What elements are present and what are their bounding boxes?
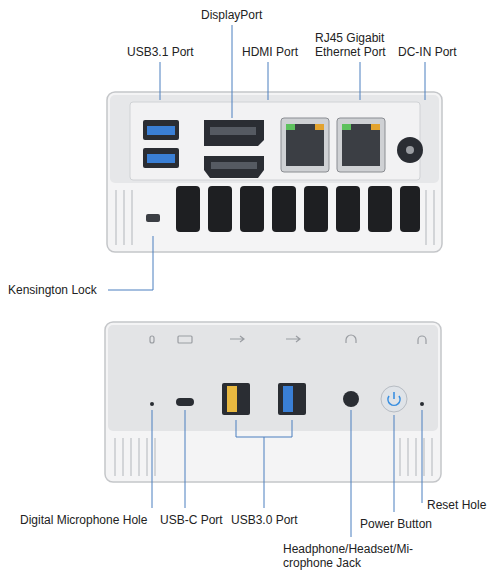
dc-pin: [406, 146, 414, 154]
rj45-socket: [286, 124, 324, 166]
grille-ribs: [115, 438, 432, 476]
vents: [176, 186, 420, 232]
hdmi-tongue: [211, 162, 257, 169]
rj45-led: [286, 124, 295, 130]
rj45-port: [337, 118, 385, 172]
usb-tongue: [147, 126, 175, 135]
usb-port: [143, 148, 179, 168]
leader-lines: [108, 25, 425, 290]
part-label: Kensington Lock: [8, 283, 97, 297]
rear-panel: [110, 95, 439, 183]
housing: [107, 92, 442, 252]
reset-hole: [420, 402, 424, 406]
housing: [105, 322, 441, 482]
hdmi-port: [204, 156, 264, 178]
port-label: Headphone/Headset/Mi- crophone Jack: [283, 542, 433, 570]
dc-in-port: [397, 137, 423, 163]
usb-tongue: [283, 386, 293, 412]
usb-c-port: [176, 398, 194, 406]
rj45-led: [315, 124, 324, 130]
usb-tongue: [227, 386, 237, 412]
usb-port: [222, 383, 250, 415]
port-label: DisplayPort: [201, 8, 262, 22]
rj45-led: [342, 124, 351, 130]
port-label: USB-C Port: [160, 513, 223, 527]
front-panel: [108, 325, 438, 431]
port-plate: [130, 102, 420, 180]
kensington-slot: [146, 214, 160, 222]
audio-jack: [343, 391, 359, 407]
usb-port: [143, 120, 179, 140]
rj45-port: [281, 118, 329, 172]
port-label: RJ45 Gigabit Ethernet Port: [315, 31, 395, 59]
displayport-tongue: [210, 127, 256, 135]
port-label: USB3.1 Port: [127, 45, 194, 59]
power-button: [381, 386, 407, 412]
power-symbol: [393, 392, 395, 399]
microphone-hole: [150, 402, 154, 406]
usb-port: [278, 383, 306, 415]
port-label: DC-IN Port: [398, 45, 457, 59]
port-label: USB3.0 Port: [231, 513, 298, 527]
rj45-led: [371, 124, 380, 130]
displayport: [204, 120, 264, 146]
port-label: HDMI Port: [242, 45, 298, 59]
part-label: Power Button: [360, 517, 432, 531]
port-icons: [150, 335, 426, 344]
grille-ribs: [116, 190, 434, 245]
usb-tongue: [147, 154, 175, 163]
part-label: Reset Hole: [427, 498, 486, 512]
rj45-socket: [342, 124, 380, 166]
part-label: Digital Microphone Hole: [20, 513, 147, 527]
